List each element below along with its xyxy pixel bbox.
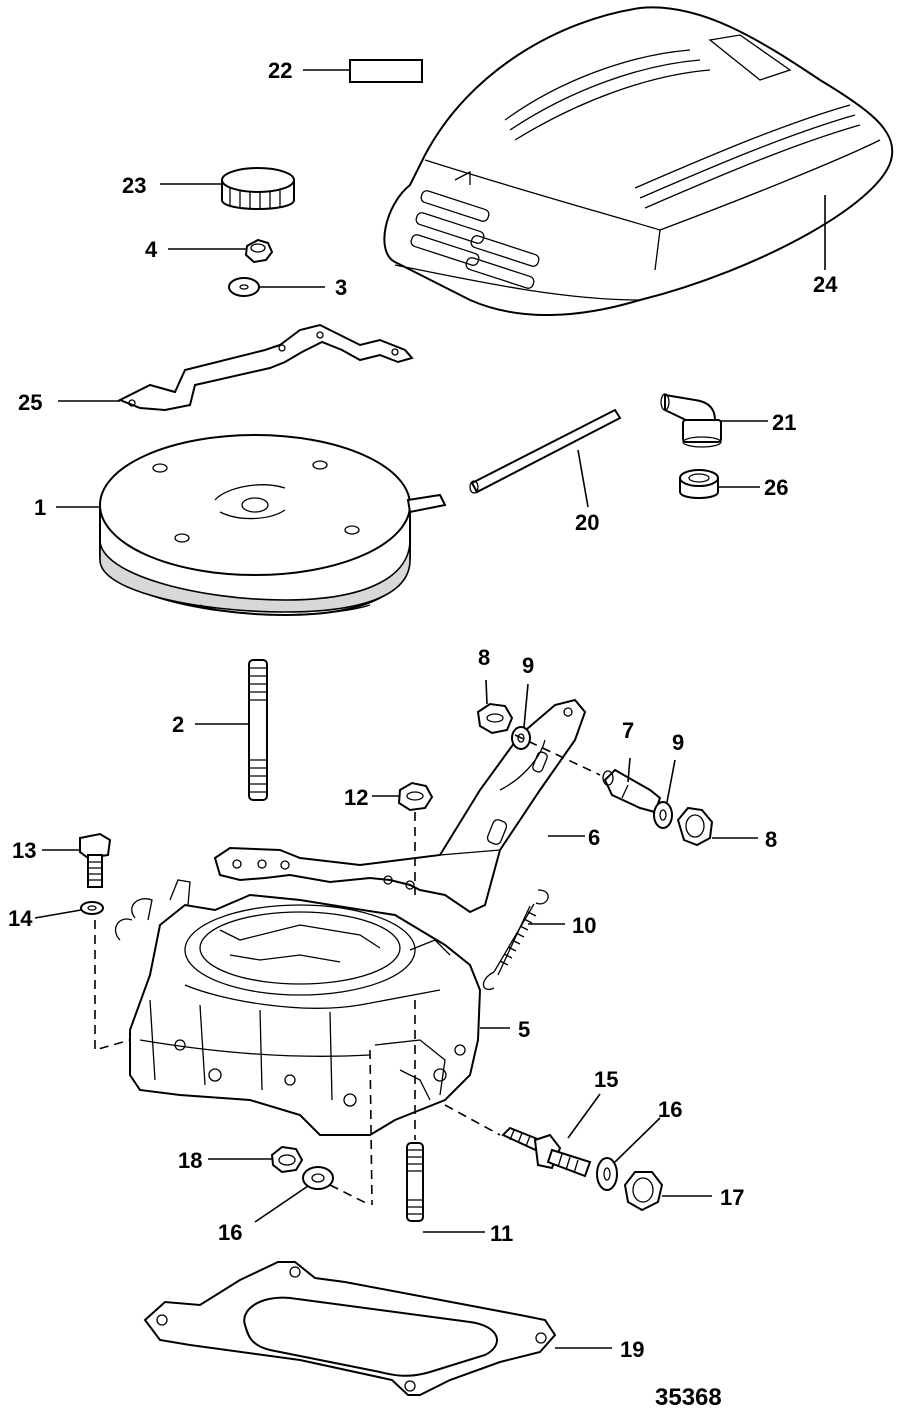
- part-engine-cover: [383, 6, 894, 316]
- part-nut: [244, 238, 274, 264]
- callout-2: 2: [172, 712, 184, 737]
- callout-9-right: 9: [672, 730, 684, 755]
- part-locknut-right: [676, 806, 714, 847]
- part-bolt: [79, 832, 112, 888]
- figure-number: 35368: [655, 1384, 722, 1411]
- callout-23: 23: [122, 173, 146, 198]
- part-washer-right: [653, 801, 673, 829]
- part-flange-stud: [501, 1126, 592, 1178]
- part-nut-stud: [397, 781, 434, 812]
- part-locknut-lower: [623, 1171, 664, 1212]
- callout-9-upper: 9: [522, 653, 534, 678]
- part-vent-tube: [469, 408, 622, 494]
- part-washer-lower-left: [302, 1166, 334, 1190]
- part-locknut-upper: [476, 702, 514, 735]
- part-pivot-pin: [602, 768, 662, 814]
- callout-3: 3: [335, 275, 347, 300]
- part-lock-washer: [80, 901, 104, 915]
- callout-10: 10: [572, 913, 596, 938]
- part-cap: [221, 167, 295, 210]
- part-washer-lower-right: [596, 1157, 618, 1191]
- part-stud-short: [406, 1142, 424, 1222]
- callout-16-right: 16: [658, 1097, 682, 1122]
- callout-1: 1: [34, 495, 46, 520]
- leader-lines: [34, 69, 826, 1349]
- part-decal-label: [349, 59, 423, 83]
- callout-25: 25: [18, 390, 42, 415]
- callout-13: 13: [12, 838, 36, 863]
- part-stud-long: [248, 659, 268, 801]
- callout-17: 17: [720, 1185, 744, 1210]
- part-return-spring: [482, 889, 549, 991]
- callout-21: 21: [772, 410, 796, 435]
- assembly-dashed-lines: [94, 734, 601, 1206]
- callout-14: 14: [8, 906, 33, 931]
- callout-8-right: 8: [765, 827, 777, 852]
- callout-7: 7: [622, 718, 634, 743]
- callout-24: 24: [813, 272, 838, 297]
- part-washer-top: [228, 277, 260, 297]
- callout-11: 11: [490, 1221, 513, 1246]
- callout-12: 12: [344, 785, 368, 810]
- part-throttle-bracket: [213, 698, 587, 914]
- part-air-cleaner: [99, 434, 447, 617]
- part-bracket-long: [117, 323, 414, 412]
- callout-labels: 22 23 4 3 24 25 21 26 1 20 8 9 2 7 9 12 …: [8, 58, 838, 1362]
- callout-5: 5: [518, 1017, 530, 1042]
- callout-18: 18: [178, 1148, 202, 1173]
- part-base-gasket: [143, 1261, 557, 1396]
- callout-15: 15: [594, 1067, 618, 1092]
- callout-8-upper: 8: [478, 645, 490, 670]
- part-elbow-fitting: [660, 393, 722, 448]
- part-carburetor: [115, 879, 482, 1136]
- callout-16-left: 16: [218, 1220, 242, 1245]
- callout-20: 20: [575, 510, 599, 535]
- callout-4: 4: [145, 237, 158, 262]
- callout-26: 26: [764, 475, 788, 500]
- part-grommet: [679, 469, 719, 499]
- callout-22: 22: [268, 58, 292, 83]
- callout-19: 19: [620, 1337, 644, 1362]
- part-nut-lower-left: [270, 1145, 304, 1174]
- callout-6: 6: [588, 825, 600, 850]
